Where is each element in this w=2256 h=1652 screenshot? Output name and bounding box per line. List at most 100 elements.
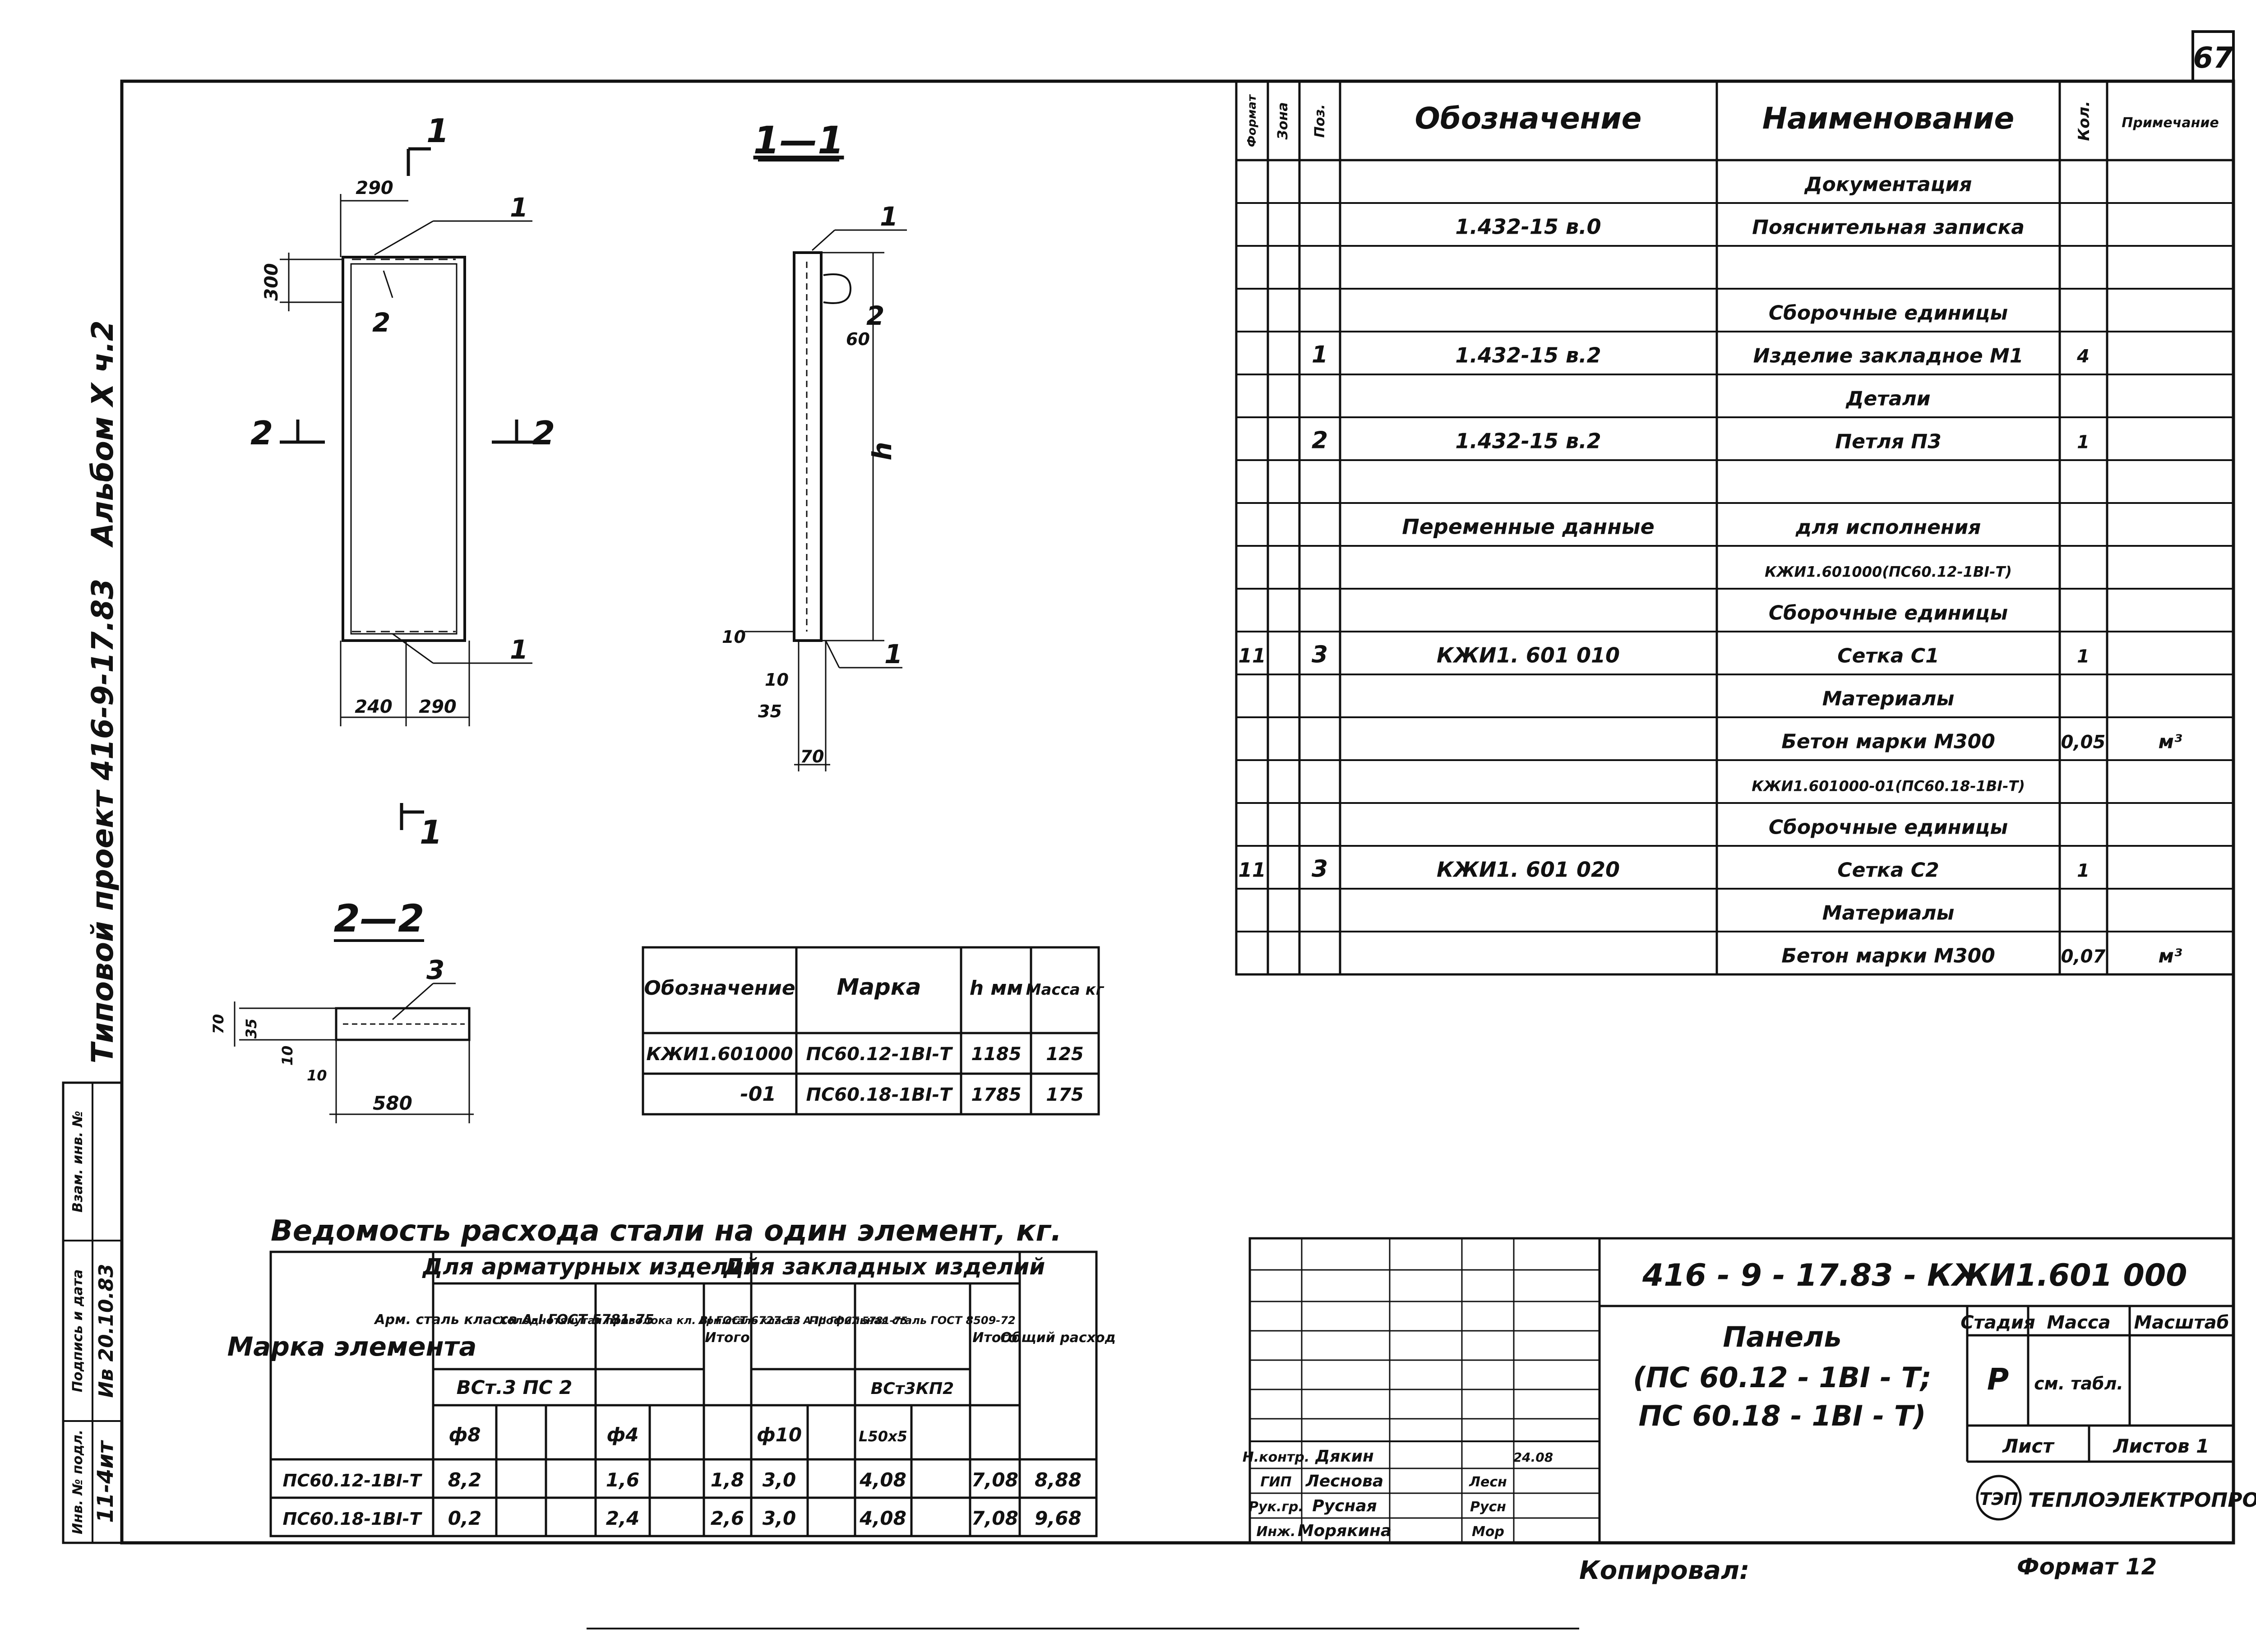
steel-header-total2: Итого (972, 1330, 1017, 1346)
dim-2-2-10b: 10 (307, 1067, 327, 1084)
callout-1-section-bottom: 1 (884, 639, 902, 669)
spec-cell: Изделие закладное М1 (1753, 344, 2024, 367)
title-block-grid (1248, 1237, 2235, 1544)
spec-row-lines (1236, 202, 2233, 932)
signer-role: Рук.гр. (1248, 1499, 1304, 1515)
steel-header-grand: Общий расход (1000, 1330, 1116, 1346)
steel-cell: 4,08 (859, 1469, 906, 1491)
signer-name: Русная (1312, 1497, 1377, 1515)
dim-loop-60: 60 (846, 329, 870, 349)
mass-value: см. табл. (2034, 1374, 2123, 1394)
spec-cell: КЖИ1.601000(ПС60.12-1ВI-Т) (1765, 563, 2012, 580)
steel-header-aiii: Арм.сталь класса А-III ГОСТ 5781-75 (698, 1315, 908, 1327)
spec-cell: 1.432-15 в.2 (1455, 343, 1601, 367)
stamp-header-replace: Взам. инв. № (70, 1111, 86, 1213)
steel-group-embed: Для закладных изделий (723, 1254, 1045, 1280)
dim-2-2-35: 35 (243, 1019, 260, 1039)
steel-cell: 3,0 (763, 1469, 796, 1491)
org-logo-text: ТЭП (1979, 1489, 2018, 1509)
spec-header-pos: Поз. (1312, 104, 1328, 138)
spec-cell: Сетка С2 (1837, 858, 1939, 881)
album-label: Альбом X ч.2 (85, 320, 120, 548)
sheet-label: Лист (2002, 1435, 2055, 1457)
variants-cell: 125 (1046, 1044, 1084, 1065)
signer-role: ГИП (1260, 1474, 1291, 1490)
spec-cell: КЖИ1.601000-01(ПС60.18-1ВI-Т) (1752, 777, 2025, 794)
steel-group-rebar: Для арматурных изделий (422, 1254, 760, 1280)
stamp-sign-date: Ив 20.10.83 (95, 1264, 118, 1398)
steel-dia-4: ф4 (607, 1424, 639, 1446)
copied-label: Копировал: (1579, 1556, 1749, 1585)
steel-header-bi: Холоднотянутая проволока кл. ВI ГОСТ 672… (498, 1314, 801, 1327)
spec-cell: 2 (1312, 427, 1328, 454)
spec-header-name: Наименование (1762, 101, 2015, 136)
product-name: Панель (1723, 1320, 1841, 1353)
dim-bottom-right: 290 (419, 697, 457, 717)
front-view (280, 147, 537, 830)
steel-dia-10: ф10 (757, 1424, 802, 1446)
signer-name: Дякин (1315, 1447, 1374, 1466)
spec-cell: Петля П3 (1835, 430, 1941, 453)
section-2-2-title: 2—2 (334, 896, 425, 941)
spec-cell: 0,05 (2061, 732, 2106, 752)
steel-cell: 2,6 (711, 1507, 744, 1529)
steel-cell: 8,88 (1035, 1469, 1082, 1491)
signer-name: Морякина (1298, 1522, 1392, 1540)
scale-header: Масштаб (2134, 1312, 2229, 1333)
mass-header: Масса (2047, 1312, 2110, 1333)
steel-header-vst3: ВСт.3 ПС 2 (457, 1376, 573, 1398)
sheets-label: Листов 1 (2113, 1435, 2210, 1457)
signer-sign: Мор (1472, 1524, 1504, 1540)
spec-cell: Материалы (1822, 901, 1955, 924)
spec-cell: 0,07 (2061, 946, 2106, 967)
variants-header-mark: Марка (837, 974, 921, 1000)
spec-cell: 3 (1312, 855, 1328, 882)
spec-cell: 1.432-15 в.0 (1455, 214, 1601, 239)
spec-cell: 1 (2077, 646, 2090, 667)
steel-cell: 8,2 (448, 1469, 481, 1491)
spec-cell: 1 (1312, 341, 1328, 368)
section-1-1-title: 1—1 (754, 118, 844, 162)
signer-role: Н.контр. (1243, 1449, 1309, 1465)
steel-dia-8: ф8 (449, 1424, 481, 1446)
steel-cell: 2,4 (606, 1507, 639, 1529)
spec-cell: м³ (2159, 945, 2182, 967)
dim-2-2-580: 580 (373, 1092, 412, 1114)
variants-cell: -01 (740, 1083, 777, 1106)
stamp-inv-number: 11-4ит (93, 1440, 118, 1523)
section-2-2-view (234, 983, 474, 1123)
side-stamp: Инв. № подл. Подпись и дата Взам. инв. №… (62, 1081, 123, 1544)
drawing-code: 416 - 9 - 17.83 - КЖИ1.601 000 (1642, 1258, 2187, 1293)
signer-role: Инж. (1256, 1524, 1295, 1540)
dim-2-2-70: 70 (210, 1014, 227, 1034)
spec-cell: 11 (1238, 858, 1266, 881)
variants-header-h: h мм (970, 977, 1023, 1000)
steel-table-title: Ведомость расхода стали на один элемент,… (271, 1214, 1062, 1248)
callout-2-section: 2 (866, 300, 884, 331)
steel-col-mark: Марка элемента (227, 1331, 477, 1362)
dim-2-2-10a: 10 (279, 1046, 296, 1066)
callout-1-section: 1 (880, 201, 898, 232)
spec-cell: м³ (2159, 730, 2182, 752)
stage-value: Р (1987, 1362, 2009, 1397)
cut-mark-bottom: 1 (420, 813, 442, 851)
spec-header-zone: Зона (1275, 102, 1291, 140)
variants-header-code: Обозначение (644, 977, 795, 1000)
variants-cell: ПС60.18-1ВI-Т (806, 1084, 953, 1105)
signer-name: Леснова (1305, 1472, 1383, 1490)
project-label: Типовой проект 416-9-17.83 (85, 579, 120, 1064)
spec-cell: КЖИ1. 601 010 (1437, 643, 1620, 667)
spec-cell: 3 (1312, 641, 1328, 668)
signer-sign: Лесн (1469, 1474, 1507, 1490)
spec-cell: Бетон марки М300 (1781, 944, 1995, 967)
spec-cell: Сборочные единицы (1769, 601, 2008, 624)
stage-header: Стадия (1960, 1312, 2035, 1333)
spec-cell: Материалы (1822, 687, 1955, 710)
sheet-number: 67 (2193, 42, 2233, 75)
variants-cell: 175 (1046, 1084, 1084, 1105)
signer-sign: Русн (1470, 1499, 1506, 1515)
signer-date: 24.08 (1513, 1450, 1553, 1465)
cut-mark-top: 1 (426, 112, 449, 150)
